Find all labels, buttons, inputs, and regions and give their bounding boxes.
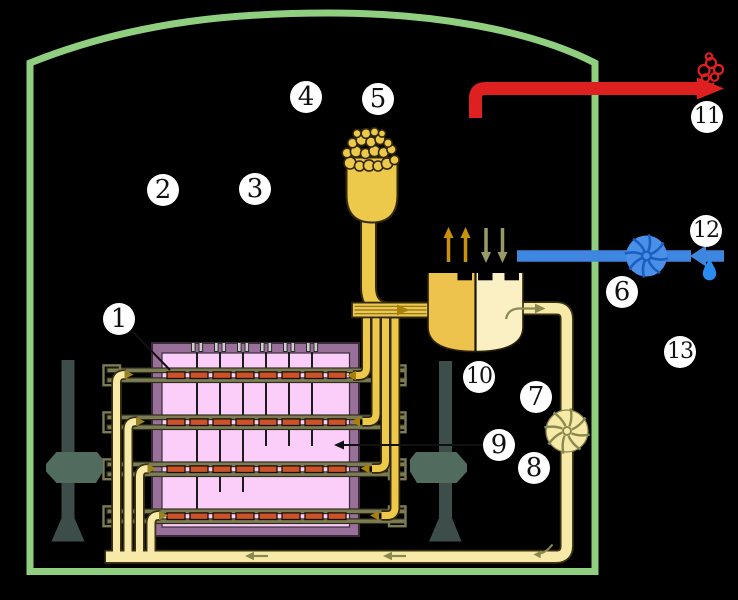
steam-pipe	[469, 77, 724, 118]
light-water-pump	[623, 233, 670, 279]
steam-puff-icon	[697, 52, 725, 86]
callout-13-label: 13	[667, 339, 694, 364]
callout-5: 5	[362, 83, 394, 115]
callout-13: 13	[664, 336, 696, 368]
callout-4: 4	[290, 81, 322, 113]
containment-building-wall	[26, 9, 599, 575]
callout-1-label: 1	[110, 304, 128, 334]
flow-arrowhead	[397, 304, 410, 316]
hot-coolant-pipes	[347, 314, 401, 521]
steam-arrowhead	[697, 77, 724, 100]
leader-line-1	[132, 331, 171, 371]
steam-generator-notches	[457, 271, 519, 281]
callout-8-label: 8	[525, 453, 543, 483]
callout-6-label: 6	[613, 277, 631, 307]
callout-5-label: 5	[369, 84, 387, 114]
adjuster-rod-tops	[191, 342, 319, 352]
callout-7-label: 7	[527, 382, 545, 412]
pump-impeller-icon	[543, 407, 591, 455]
callout-10-label: 10	[466, 364, 493, 389]
leader-arrowhead-9	[334, 440, 344, 450]
hot-header	[351, 301, 430, 319]
pump-impeller-icon	[623, 233, 670, 279]
flow-arrowheads	[347, 370, 379, 521]
callout-4-label: 4	[297, 82, 315, 112]
steam-generator-hot-half	[428, 273, 476, 352]
fueling-machine-right	[410, 361, 467, 542]
callout-10: 10	[463, 361, 495, 393]
fuel-bundles	[166, 512, 347, 521]
pressure-reservoir	[341, 127, 400, 224]
fuel-bundles	[166, 465, 347, 474]
feedwater-pipe	[517, 245, 724, 267]
fuel-bundles	[166, 418, 347, 427]
callout-9-label: 9	[490, 430, 508, 460]
steam-generator-cool-half	[475, 273, 523, 352]
callout-3-label: 3	[246, 174, 264, 204]
fuel-channel-1	[102, 364, 407, 387]
steam-generator	[427, 271, 524, 353]
adjuster-rods	[196, 352, 313, 510]
callout-12-label: 12	[693, 218, 720, 243]
leader-lines	[132, 331, 483, 450]
callout-11: 11	[691, 101, 723, 133]
water-drop-icon	[702, 258, 717, 281]
callout-9: 9	[483, 429, 515, 461]
fueling-machine-left	[46, 360, 103, 542]
callout-6: 6	[606, 276, 638, 308]
callout-2: 2	[147, 174, 179, 206]
cool-flow-arrows	[245, 303, 554, 561]
cool-riser-pipes	[111, 369, 168, 556]
callout-3: 3	[239, 173, 271, 205]
callout-2-label: 2	[154, 175, 172, 205]
heavy-water-pump	[543, 407, 591, 455]
callout-1: 1	[103, 303, 135, 335]
feedwater-arrowhead	[690, 245, 706, 267]
heat-transfer-arrows	[443, 227, 508, 263]
callout-11-label: 11	[694, 104, 721, 129]
fuel-channel-2	[102, 411, 407, 434]
fuel-channel-4	[102, 505, 407, 528]
callout-7: 7	[520, 381, 552, 413]
flow-arrowheads	[124, 370, 168, 521]
callout-12: 12	[690, 215, 722, 247]
fuel-bundles	[166, 371, 347, 380]
boiling-bubbles	[341, 127, 400, 172]
callout-8: 8	[518, 452, 550, 484]
